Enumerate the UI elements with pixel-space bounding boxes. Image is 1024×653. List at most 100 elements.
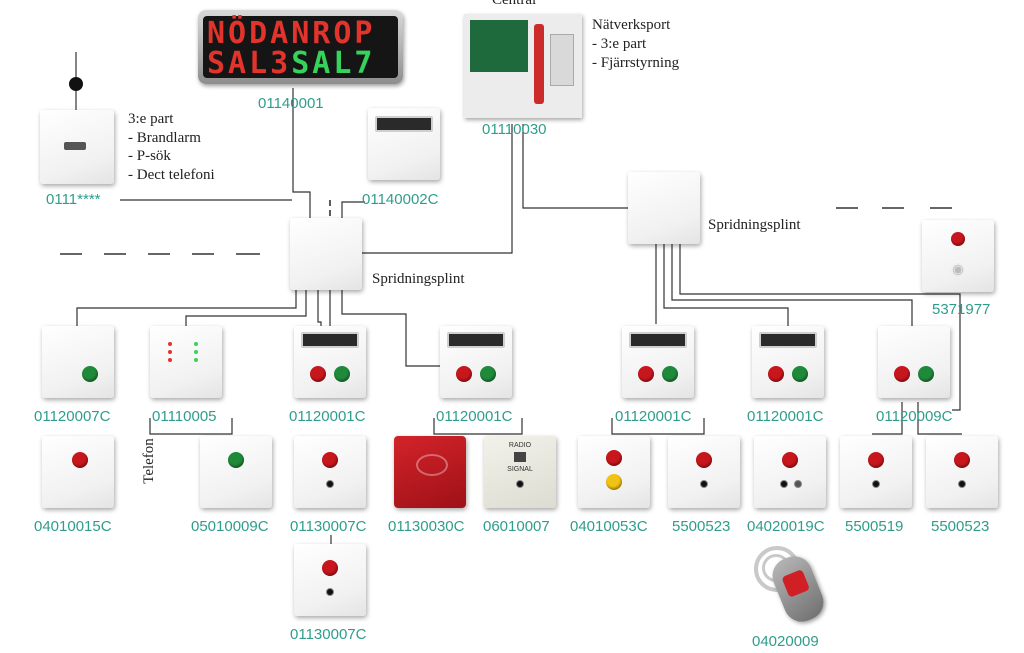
reset-button <box>480 366 496 382</box>
pendant-alarm-button <box>781 569 811 598</box>
code-5500519: 5500519 <box>845 518 904 535</box>
display-line-1: NÖDANROP <box>207 16 376 51</box>
radio-icon <box>514 452 526 462</box>
signal-label: SIGNAL <box>507 466 533 473</box>
jack-icon <box>516 480 524 488</box>
alarm-button <box>310 366 326 382</box>
presence-button <box>228 452 244 468</box>
lcd-screen <box>759 332 817 348</box>
alarm-button <box>768 366 784 382</box>
code-display: 01140001 <box>258 95 324 112</box>
network-port-item-2: - Fjärrstyrning <box>592 55 680 71</box>
reset-button <box>792 366 808 382</box>
call-unit-jack-e <box>294 544 366 616</box>
distribution-label-left: Spridningsplint <box>372 271 465 287</box>
led-icon <box>194 342 198 346</box>
central-title: Central <box>492 0 537 8</box>
assist-button <box>606 474 622 490</box>
code-01120001C-a: 01120001C <box>289 408 366 425</box>
code-lcd-unit: 01140002C <box>362 191 439 208</box>
alarm-button <box>456 366 472 382</box>
room-panel-d <box>752 326 824 398</box>
reset-button <box>82 366 98 382</box>
code-04020009: 04020009 <box>752 633 819 650</box>
code-01120001C-b: 01120001C <box>436 408 513 425</box>
radio-receiver-unit: RADIO SIGNAL <box>484 436 556 508</box>
radio-label: RADIO <box>508 442 532 449</box>
jack-icon <box>794 480 802 488</box>
jack-icon <box>326 480 334 488</box>
alarm-button <box>894 366 910 382</box>
jack-icon <box>700 480 708 488</box>
distribution-box-right <box>628 172 700 244</box>
lcd-screen <box>375 116 433 132</box>
call-unit-jack-a <box>294 436 366 508</box>
cable <box>534 24 544 104</box>
call-button <box>72 452 88 468</box>
call-button-unit <box>42 436 114 508</box>
code-5500523-b: 5500523 <box>931 518 990 535</box>
call-button <box>868 452 884 468</box>
third-party-title: 3:e part <box>128 111 174 127</box>
distribution-box-left <box>290 218 362 290</box>
third-party-item-1: - Brandlarm <box>128 130 201 146</box>
room-panel-b <box>440 326 512 398</box>
code-interface: 0111**** <box>46 191 101 208</box>
jack-icon <box>872 480 880 488</box>
code-01120001C-c: 01120001C <box>615 408 692 425</box>
call-button <box>322 452 338 468</box>
code-01120007C: 01120007C <box>34 408 111 425</box>
central-unit <box>464 14 582 118</box>
alarm-button <box>638 366 654 382</box>
lcd-display-unit <box>368 108 440 180</box>
led-icon <box>168 358 172 362</box>
call-unit-double-jack <box>754 436 826 508</box>
jack-icon <box>780 480 788 488</box>
code-04010015C: 04010015C <box>34 518 112 535</box>
call-unit-jack-d <box>926 436 998 508</box>
code-05010009C: 05010009C <box>191 518 269 535</box>
code-central: 01110030 <box>482 121 547 138</box>
room-panel-a <box>294 326 366 398</box>
display-line-2: SAL3SAL7 <box>207 49 376 79</box>
code-01130007C-a: 01130007C <box>290 518 367 535</box>
corridor-lamp <box>922 220 994 292</box>
telefon-label: Telefon <box>140 438 157 484</box>
code-04010053C: 04010053C <box>570 518 648 535</box>
led-icon <box>168 350 172 354</box>
jack-icon <box>958 480 966 488</box>
red-lamp-icon <box>951 232 965 246</box>
pull-cord-unit <box>394 436 466 508</box>
serial-port-icon <box>64 142 86 150</box>
network-port-item-1: - 3:e part <box>592 36 647 52</box>
jack-icon <box>326 588 334 596</box>
code-corridor-lamp: 5371977 <box>932 301 991 318</box>
interface-unit <box>40 110 114 184</box>
call-button <box>782 452 798 468</box>
signal-icon <box>416 454 448 476</box>
reset-button <box>334 366 350 382</box>
lcd-screen <box>447 332 505 348</box>
lcd-screen <box>301 332 359 348</box>
third-party-item-3: - Dect telefoni <box>128 167 215 183</box>
display-line-2-b: SAL7 <box>291 46 376 81</box>
reset-button <box>918 366 934 382</box>
led-message-display: NÖDANROP SAL3SAL7 <box>198 10 403 84</box>
speaker-icon <box>951 263 965 277</box>
display-line-2-a: SAL3 <box>207 46 292 81</box>
code-5500523-a: 5500523 <box>672 518 731 535</box>
call-button <box>606 450 622 466</box>
led-icon <box>168 342 172 346</box>
code-01110005: 01110005 <box>152 408 217 425</box>
call-button <box>322 560 338 576</box>
reset-unit <box>42 326 114 398</box>
room-panel-e <box>878 326 950 398</box>
call-unit-jack-b <box>668 436 740 508</box>
led-icon <box>194 350 198 354</box>
code-01130030C: 01130030C <box>388 518 465 535</box>
call-button <box>696 452 712 468</box>
lcd-screen <box>629 332 687 348</box>
third-party-item-2: - P-sök <box>128 148 171 164</box>
code-01130007C-b: 01130007C <box>290 626 367 643</box>
